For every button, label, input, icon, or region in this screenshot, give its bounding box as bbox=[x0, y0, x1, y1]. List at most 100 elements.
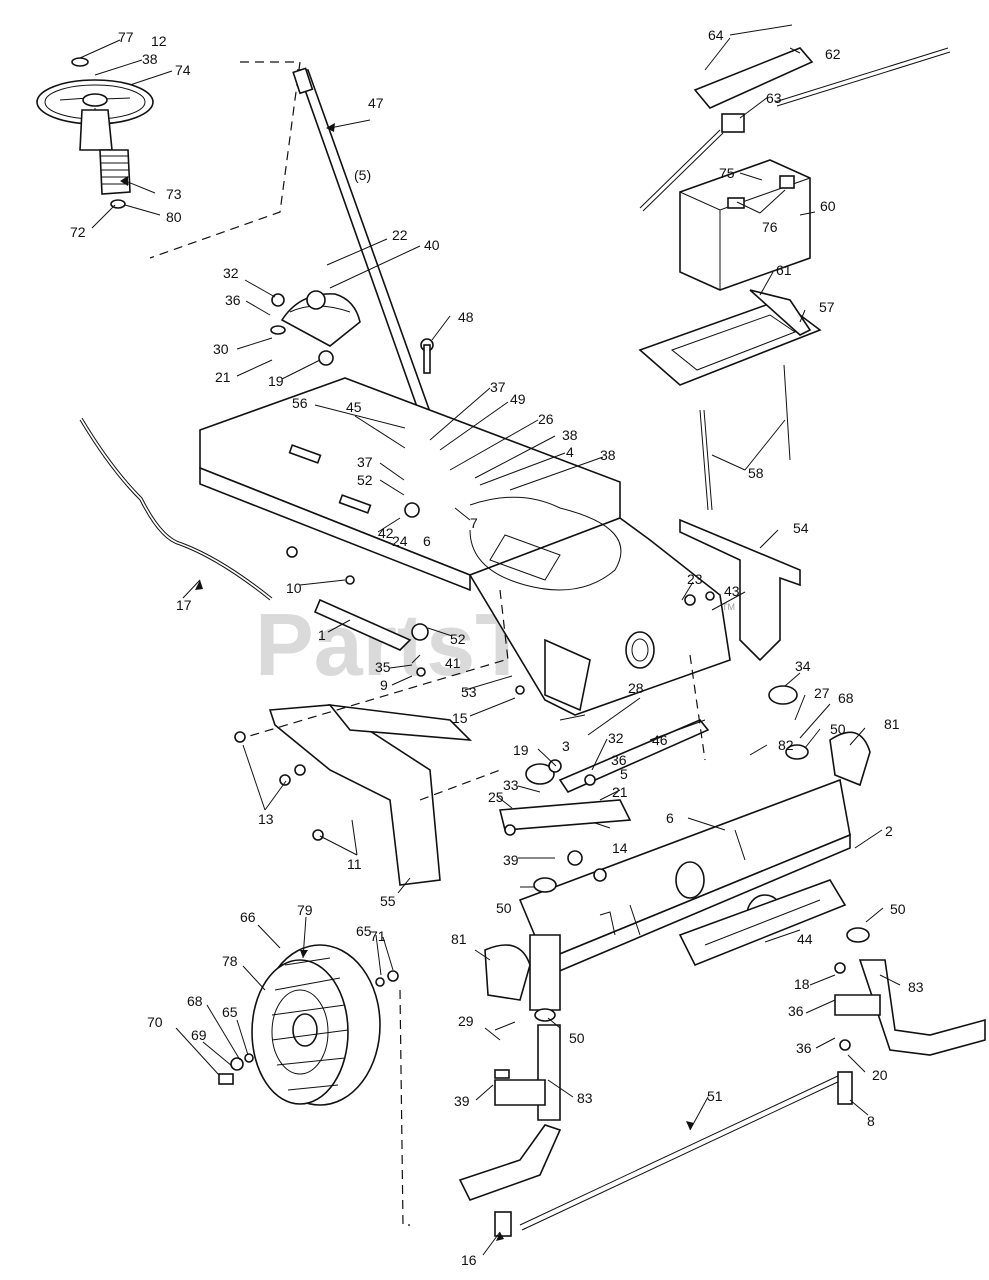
throttle-cable bbox=[79, 419, 271, 601]
main-frame bbox=[199, 377, 731, 716]
callout-8: 8 bbox=[867, 1113, 875, 1129]
bushing-50-d bbox=[534, 1008, 556, 1022]
battery-cable-positive bbox=[639, 47, 951, 212]
callout-56: 56 bbox=[292, 395, 308, 411]
callout-20: 20 bbox=[872, 1067, 888, 1083]
callout-25: 25 bbox=[488, 789, 504, 805]
spindle-right bbox=[834, 959, 986, 1056]
callout-50: 50 bbox=[830, 721, 846, 737]
callout-64: 64 bbox=[708, 27, 724, 43]
callout-32: 32 bbox=[608, 730, 624, 746]
wheel-mount-dashes bbox=[399, 989, 410, 1226]
battery-tray bbox=[638, 289, 822, 386]
spindle-left bbox=[458, 934, 562, 1201]
callout-77: 77 bbox=[118, 29, 134, 45]
callout-69: 69 bbox=[191, 1027, 207, 1043]
callout-36: 36 bbox=[788, 1003, 804, 1019]
callout-5: 5 bbox=[620, 766, 628, 782]
callout-43: 43 bbox=[724, 583, 740, 599]
callout-39: 39 bbox=[503, 852, 519, 868]
callout-28: 28 bbox=[628, 680, 644, 696]
tie-rod bbox=[494, 1071, 853, 1237]
bushing-81-b bbox=[484, 944, 531, 1001]
callout-7: 7 bbox=[470, 515, 478, 531]
steering-bellows-boot bbox=[99, 149, 131, 209]
guide-dashes bbox=[235, 589, 706, 801]
callout-21: 21 bbox=[215, 369, 231, 385]
callout-46: 46 bbox=[652, 732, 668, 748]
callout-72: 72 bbox=[70, 224, 86, 240]
callout-83: 83 bbox=[577, 1090, 593, 1106]
steering-wheel-assembly bbox=[36, 57, 154, 151]
callout-4: 4 bbox=[566, 444, 574, 460]
callout-17: 17 bbox=[176, 597, 192, 613]
callout-10: 10 bbox=[286, 580, 302, 596]
drag-link bbox=[558, 719, 710, 794]
callout-80: 80 bbox=[166, 209, 182, 225]
steering-arm-bracket bbox=[498, 763, 632, 866]
callout-50: 50 bbox=[569, 1030, 585, 1046]
callout-36: 36 bbox=[611, 752, 627, 768]
callout-65: 65 bbox=[222, 1004, 238, 1020]
bushing-50-b bbox=[533, 877, 557, 893]
callout-32: 32 bbox=[223, 265, 239, 281]
front-frame-bracket bbox=[268, 703, 473, 886]
callout-45: 45 bbox=[346, 399, 362, 415]
cap-34 bbox=[768, 685, 798, 705]
callout-23: 23 bbox=[687, 571, 703, 587]
frame-rear-bracket bbox=[679, 518, 801, 662]
watermark-tm: TM bbox=[722, 602, 735, 612]
callout-38: 38 bbox=[600, 447, 616, 463]
callout-27: 27 bbox=[814, 685, 830, 701]
leader-lines bbox=[79, 24, 901, 1256]
callout-33: 33 bbox=[503, 777, 519, 793]
callout-60: 60 bbox=[820, 198, 836, 214]
callout-1: 1 bbox=[318, 627, 326, 643]
callout-53: 53 bbox=[461, 684, 477, 700]
callout-26: 26 bbox=[538, 411, 554, 427]
callout-42: 42 bbox=[378, 525, 394, 541]
steering-gear-sector bbox=[270, 290, 361, 366]
front-wheel bbox=[251, 944, 381, 1106]
callout-57: 57 bbox=[819, 299, 835, 315]
callout-36: 36 bbox=[225, 292, 241, 308]
callout-37: 37 bbox=[357, 454, 373, 470]
callout-78: 78 bbox=[222, 953, 238, 969]
callout-16: 16 bbox=[461, 1252, 477, 1268]
callout-18: 18 bbox=[794, 976, 810, 992]
callout-labels: 77 12 38 74 73 80 72 47 (5) 22 40 32 36 … bbox=[70, 27, 924, 1268]
axle-support-bracket bbox=[678, 879, 847, 967]
callout-6: 6 bbox=[666, 810, 674, 826]
callout-58: 58 bbox=[748, 465, 764, 481]
callout-48: 48 bbox=[458, 309, 474, 325]
callout-82: 82 bbox=[778, 737, 794, 753]
callout-55: 55 bbox=[380, 893, 396, 909]
callout-68: 68 bbox=[838, 690, 854, 706]
bushing-50-a bbox=[785, 744, 809, 760]
callout-40: 40 bbox=[424, 237, 440, 253]
callout-11: 11 bbox=[347, 856, 362, 872]
steering-outline-dashes bbox=[149, 61, 301, 259]
callout-81: 81 bbox=[884, 716, 900, 732]
callout-34: 34 bbox=[795, 658, 811, 674]
callout-35: 35 bbox=[375, 659, 391, 675]
callout-50: 50 bbox=[496, 900, 512, 916]
callout-38: 38 bbox=[562, 427, 578, 443]
callout-52: 52 bbox=[357, 472, 373, 488]
callout-5-circled: (5) bbox=[354, 167, 371, 183]
callout-47: 47 bbox=[368, 95, 384, 111]
callout-13: 13 bbox=[258, 811, 274, 827]
callout-50: 50 bbox=[890, 901, 906, 917]
callout-51: 51 bbox=[707, 1088, 723, 1104]
callout-22: 22 bbox=[392, 227, 408, 243]
callout-15: 15 bbox=[452, 710, 468, 726]
callout-61: 61 bbox=[776, 262, 792, 278]
callout-73: 73 bbox=[166, 186, 182, 202]
callout-19: 19 bbox=[268, 373, 284, 389]
callout-79: 79 bbox=[297, 902, 313, 918]
battery-hold-rod bbox=[699, 364, 791, 511]
callout-41: 41 bbox=[445, 655, 461, 671]
callout-74: 74 bbox=[175, 62, 191, 78]
callout-49: 49 bbox=[510, 391, 526, 407]
callout-66: 66 bbox=[240, 909, 256, 925]
